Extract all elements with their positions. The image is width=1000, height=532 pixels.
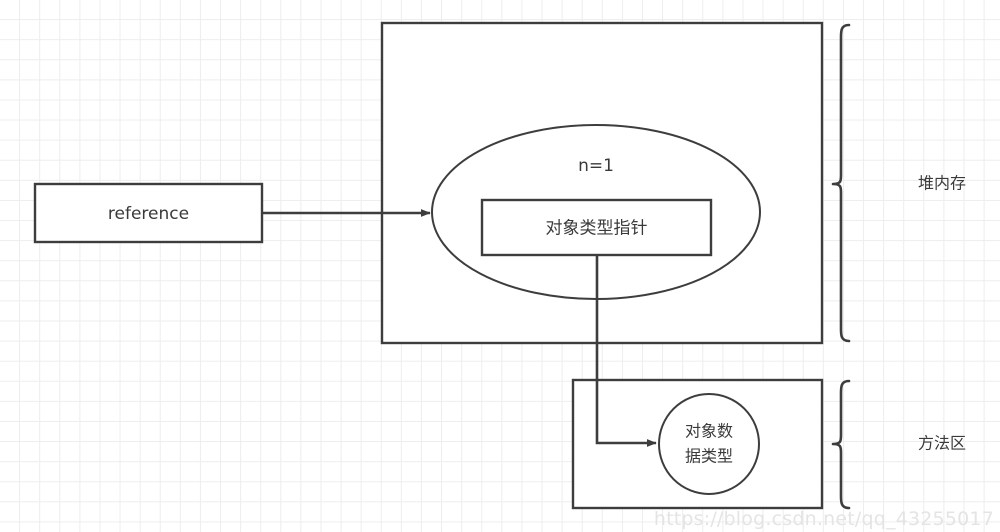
heap-memory-label: 堆内存 — [918, 174, 966, 193]
heap-memory-rect[interactable] — [380, 21, 824, 345]
connector-pointer-to-data-type[interactable] — [595, 256, 657, 447]
object-data-type-label-line1: 对象数 — [685, 422, 733, 441]
method-area-brace — [831, 379, 851, 510]
reference-box[interactable] — [33, 182, 264, 244]
object-data-type-label-line2: 据类型 — [685, 447, 733, 466]
heap-memory-brace — [831, 23, 851, 343]
object-type-pointer-label: 对象类型指针 — [546, 219, 648, 239]
method-area-label: 方法区 — [918, 434, 966, 453]
reference-label: reference — [108, 204, 189, 224]
object-count-label: n=1 — [578, 156, 614, 176]
object-type-pointer-box[interactable] — [480, 198, 713, 257]
object-data-type-circle[interactable] — [658, 393, 760, 495]
watermark-text: https://blog.csdn.net/qq_43255017 — [653, 508, 994, 530]
